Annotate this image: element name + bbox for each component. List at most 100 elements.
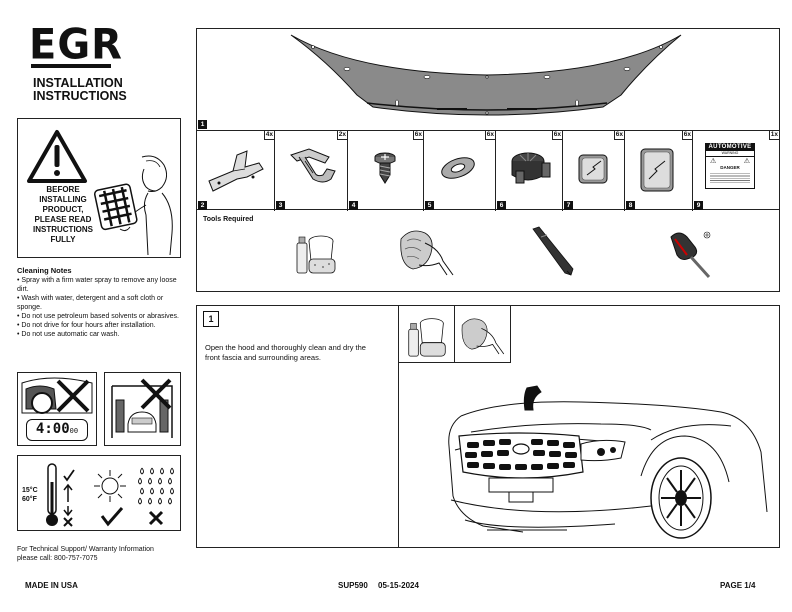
part-number-badge: 1: [198, 120, 207, 129]
large-adhesive-pad-icon: [640, 148, 674, 192]
clock-seconds: 00: [69, 427, 79, 435]
part-number-badge: 5: [425, 201, 434, 210]
warning-box: BEFORE INSTALLING PRODUCT, PLEASE READ I…: [17, 118, 181, 258]
screwdriver-icon: [670, 231, 711, 279]
clock-display: 4:0000: [26, 419, 88, 441]
footer-made-in: MADE IN USA: [25, 581, 78, 590]
parts-panel: 1 4x 2 2x 3 6x: [196, 28, 780, 292]
label-card-symbols: ⚠ ⚠: [706, 157, 754, 165]
cleaning-cloth-hand-icon: [400, 230, 454, 276]
footer-page-number: PAGE 1/4: [720, 581, 756, 590]
footer-code: SUP590: [338, 581, 368, 590]
part-cell: 6x 4: [348, 131, 424, 211]
label-card-lines: [710, 172, 750, 184]
thermometer-icon: [46, 463, 75, 527]
part-number-badge: 7: [564, 201, 573, 210]
logo-underline: [31, 64, 111, 68]
title-line-1: INSTALLATION: [33, 76, 123, 90]
rain-icon: [138, 467, 174, 526]
step-divider: [398, 306, 399, 547]
cleaning-cloth-hand-icon: [461, 318, 505, 355]
part-cell: 6x 6: [496, 131, 563, 211]
no-car-wash-box: [104, 372, 181, 446]
part-number-badge: 6: [497, 201, 506, 210]
support-line-1: For Technical Support/ Warranty Informat…: [17, 546, 154, 553]
cleaning-notes-title: Cleaning Notes: [17, 266, 72, 275]
hazard-icon: ⚠: [743, 158, 750, 165]
step-number: 1: [203, 311, 219, 327]
warning-line: BEFORE: [46, 185, 80, 194]
suv-front-illustration: [448, 385, 768, 539]
warning-text: BEFORE INSTALLING PRODUCT, PLEASE READ I…: [18, 185, 108, 245]
cleaning-note: • Do not use automatic car wash.: [17, 331, 120, 338]
part-number-badge: 8: [626, 201, 635, 210]
temp-fahrenheit: 60°F: [22, 496, 37, 503]
bracket-clip-icon: [208, 150, 264, 192]
support-info: For Technical Support/ Warranty Informat…: [17, 545, 154, 563]
page-title: INSTALLATION INSTRUCTIONS: [33, 77, 127, 103]
part-qty: 1x: [768, 131, 779, 140]
marker-pen-icon: [532, 226, 574, 276]
step-tools: [399, 306, 511, 363]
car-wash-icon: [111, 378, 173, 438]
part-cell: 1x AUTOMOTIVE WARNING ⚠ ⚠ DANGER 9: [693, 131, 779, 211]
part-number-badge: 4: [349, 201, 358, 210]
part-qty: 6x: [551, 131, 562, 140]
step-tool-cell: [399, 306, 455, 362]
brand-logo-text: EGR: [29, 20, 123, 70]
person-reading-icon: [93, 155, 173, 256]
part-number-badge: 2: [198, 201, 207, 210]
hood-deflector-illustration: [290, 34, 682, 116]
sun-icon: [94, 470, 126, 527]
part-qty: 4x: [263, 131, 274, 140]
automotive-label-icon: AUTOMOTIVE WARNING ⚠ ⚠ DANGER: [705, 143, 755, 189]
warning-line: INSTALLING: [39, 195, 87, 204]
parts-row: 4x 2 2x 3 6x: [197, 130, 779, 211]
part-cell: 6x 5: [424, 131, 496, 211]
title-line-2: INSTRUCTIONS: [33, 89, 127, 103]
brand-logo: EGR: [29, 20, 123, 70]
step-tool-cell: [455, 306, 511, 362]
part-qty: 2x: [336, 131, 347, 140]
no-drive-box: 4:0000: [17, 372, 97, 446]
cleaning-note: • Do not use petroleum based solvents or…: [17, 313, 179, 320]
warning-line: PRODUCT,: [42, 205, 84, 214]
cleaning-note: • Spray with a firm water spray to remov…: [17, 277, 177, 293]
warning-triangle-icon: [27, 130, 87, 183]
washer-icon: [441, 157, 475, 179]
temp-celsius: 15°C: [22, 487, 38, 494]
part-number-badge: 3: [276, 201, 285, 210]
part-cell: 6x 7: [563, 131, 625, 211]
part-qty: 6x: [613, 131, 624, 140]
tools-title: Tools Required: [203, 216, 254, 223]
label-card-title: AUTOMOTIVE: [706, 144, 754, 151]
part-qty: 6x: [484, 131, 495, 140]
cleaning-note: • Wash with water, detergent and a soft …: [17, 295, 164, 311]
footer-product-code: SUP590 05-15-2024: [338, 581, 419, 590]
label-card-subtitle: WARNING: [706, 151, 754, 157]
part-qty: 6x: [412, 131, 423, 140]
spray-bottle-sponge-icon: [296, 235, 336, 274]
cleaning-notes: Cleaning Notes • Spray with a firm water…: [17, 266, 185, 339]
conditions-box: 15°C 60°F: [17, 455, 181, 531]
spring-clip-icon: [290, 148, 336, 183]
part-cell: 6x 8: [625, 131, 693, 211]
part-cell: 4x 2: [197, 131, 275, 211]
steering-wheel-icon: [21, 377, 93, 414]
cleaning-note: • Do not drive for four hours after inst…: [17, 322, 156, 329]
step-instructions: Open the hood and thoroughly clean and d…: [205, 343, 366, 362]
warning-line: FULLY: [50, 235, 76, 244]
screw-icon: [374, 152, 396, 184]
label-card-word: DANGER: [720, 165, 740, 170]
grille: [458, 432, 584, 479]
clock-time: 4:00: [35, 421, 70, 437]
part-qty: 6x: [681, 131, 692, 140]
rubber-bumper-icon: [511, 152, 551, 184]
temperature-label: 15°C 60°F: [22, 486, 38, 504]
part-number-badge: 9: [694, 201, 703, 210]
footer-date: 05-15-2024: [378, 581, 419, 590]
part-cell: 2x 3: [275, 131, 348, 211]
support-line-2: please call: 800-757-7075: [17, 555, 98, 562]
spray-bottle-sponge-icon: [408, 318, 446, 357]
warning-line: PLEASE READ: [34, 215, 92, 224]
